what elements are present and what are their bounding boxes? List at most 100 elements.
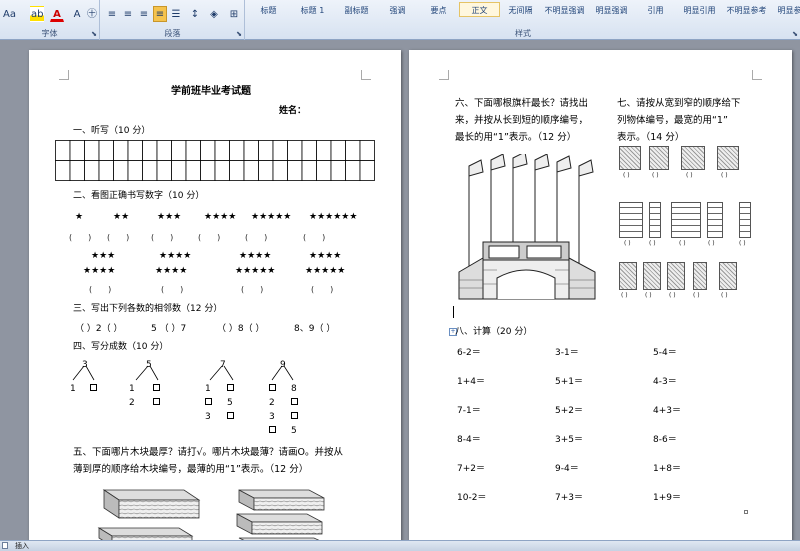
- calc-item[interactable]: 9-4＝: [555, 464, 579, 474]
- styles-dialog-launcher-icon[interactable]: ⬊: [792, 30, 798, 38]
- dictation-cell[interactable]: [272, 140, 288, 161]
- answer-paren[interactable]: ( ): [241, 285, 264, 294]
- dictation-cell[interactable]: [113, 140, 129, 161]
- dictation-cell[interactable]: [301, 140, 317, 161]
- font-size-aa-button[interactable]: Aa: [3, 9, 16, 20]
- answer-paren[interactable]: ( ): [621, 292, 628, 299]
- calc-item[interactable]: 7+3＝: [555, 493, 583, 503]
- answer-box[interactable]: [90, 384, 97, 391]
- dictation-cell[interactable]: [98, 140, 114, 161]
- dictation-cell[interactable]: [127, 160, 143, 181]
- answer-paren[interactable]: ( ): [198, 233, 221, 242]
- dictation-cell[interactable]: [185, 160, 201, 181]
- page-1[interactable]: 学前班毕业考试题 姓名： 一、听写（10 分） 二、看图正确书写数字（10 分）…: [29, 50, 401, 540]
- answer-box[interactable]: [269, 384, 276, 391]
- dictation-cell[interactable]: [55, 140, 71, 161]
- document-area[interactable]: 学前班毕业考试题 姓名： 一、听写（10 分） 二、看图正确书写数字（10 分）…: [0, 41, 800, 540]
- char-shading-icon[interactable]: A: [73, 9, 81, 20]
- dictation-cell[interactable]: [258, 160, 274, 181]
- align-left-icon[interactable]: ≡: [107, 9, 117, 20]
- dictation-cell[interactable]: [69, 140, 85, 161]
- answer-paren[interactable]: ( ): [303, 233, 326, 242]
- answer-paren[interactable]: ( ): [686, 172, 693, 179]
- dictation-cell[interactable]: [214, 140, 230, 161]
- shading-icon[interactable]: ◈: [210, 9, 218, 20]
- dictation-cell[interactable]: [142, 140, 158, 161]
- dictation-cell[interactable]: [330, 140, 346, 161]
- dictation-cell[interactable]: [345, 160, 361, 181]
- borders-icon[interactable]: ⊞: [229, 9, 239, 20]
- page-2[interactable]: 六、下面哪根旗杆最长？请找出 来，并按从长到短的顺序编号， 最长的用“1”表示。…: [409, 50, 792, 540]
- dictation-cell[interactable]: [171, 140, 187, 161]
- style-tile[interactable]: 无间隔: [508, 6, 533, 15]
- style-tile[interactable]: 标题: [260, 6, 277, 15]
- dictation-cell[interactable]: [171, 160, 187, 181]
- dictation-cell[interactable]: [345, 140, 361, 161]
- font-color-icon[interactable]: A: [50, 6, 64, 22]
- dictation-cell[interactable]: [243, 160, 259, 181]
- justify-icon[interactable]: ≡: [153, 6, 167, 22]
- dictation-cell[interactable]: [359, 160, 375, 181]
- calc-item[interactable]: 3+5＝: [555, 435, 583, 445]
- dictation-cell[interactable]: [98, 160, 114, 181]
- style-tile[interactable]: 引用: [647, 6, 664, 15]
- answer-box[interactable]: [227, 384, 234, 391]
- dictation-cell[interactable]: [287, 160, 303, 181]
- style-tile[interactable]: 不明显参考: [726, 6, 767, 15]
- calc-item[interactable]: 7-1＝: [457, 406, 481, 416]
- answer-paren[interactable]: ( ): [652, 172, 659, 179]
- style-tile[interactable]: 强调: [389, 6, 406, 15]
- answer-paren[interactable]: ( ): [739, 240, 746, 247]
- style-tile[interactable]: 标题 1: [300, 6, 325, 15]
- dictation-cell[interactable]: [55, 160, 71, 181]
- line-spacing-icon[interactable]: ↕: [190, 9, 200, 20]
- dictation-cell[interactable]: [258, 140, 274, 161]
- calc-item[interactable]: 5-4＝: [653, 348, 677, 358]
- calc-item[interactable]: 10-2＝: [457, 493, 487, 503]
- calc-item[interactable]: 6-2＝: [457, 348, 481, 358]
- calc-item[interactable]: 1+8＝: [653, 464, 681, 474]
- answer-paren[interactable]: ( ): [721, 292, 728, 299]
- calc-item[interactable]: 7+2＝: [457, 464, 485, 474]
- answer-paren[interactable]: ( ): [679, 240, 686, 247]
- dictation-cell[interactable]: [301, 160, 317, 181]
- calc-item[interactable]: 5+1＝: [555, 377, 583, 387]
- font-dialog-launcher-icon[interactable]: ⬊: [91, 30, 97, 38]
- dictation-cell[interactable]: [229, 140, 245, 161]
- style-tile[interactable]: 明显引用: [683, 6, 716, 15]
- align-center-icon[interactable]: ≡: [123, 9, 133, 20]
- style-tile[interactable]: 正文: [459, 2, 500, 17]
- answer-paren[interactable]: ( ): [161, 285, 184, 294]
- dictation-cell[interactable]: [84, 140, 100, 161]
- style-tile[interactable]: 明显参考: [777, 6, 800, 15]
- table-move-handle-icon[interactable]: +: [449, 328, 457, 336]
- dictation-cell[interactable]: [359, 140, 375, 161]
- dictation-cell[interactable]: [156, 160, 172, 181]
- answer-box[interactable]: [153, 398, 160, 405]
- answer-paren[interactable]: ( ): [623, 172, 630, 179]
- dictation-cell[interactable]: [316, 160, 332, 181]
- calc-item[interactable]: 8-4＝: [457, 435, 481, 445]
- calc-item[interactable]: 4+3＝: [653, 406, 681, 416]
- distributed-icon[interactable]: ☰: [171, 9, 181, 20]
- answer-box[interactable]: [291, 412, 298, 419]
- dictation-cell[interactable]: [113, 160, 129, 181]
- dictation-cell[interactable]: [156, 140, 172, 161]
- answer-paren[interactable]: ( ): [89, 285, 112, 294]
- answer-paren[interactable]: ( ): [311, 285, 334, 294]
- dictation-cell[interactable]: [316, 140, 332, 161]
- dictation-cell[interactable]: [84, 160, 100, 181]
- answer-box[interactable]: [269, 426, 276, 433]
- calc-item[interactable]: 3-1＝: [555, 348, 579, 358]
- answer-paren[interactable]: ( ): [669, 292, 676, 299]
- insert-mode-indicator[interactable]: 插入: [15, 542, 29, 550]
- calc-item[interactable]: 1+4＝: [457, 377, 485, 387]
- answer-paren[interactable]: ( ): [151, 233, 174, 242]
- answer-box[interactable]: [205, 398, 212, 405]
- answer-box[interactable]: [153, 384, 160, 391]
- paragraph-dialog-launcher-icon[interactable]: ⬊: [236, 30, 242, 38]
- dictation-cell[interactable]: [214, 160, 230, 181]
- style-tile[interactable]: 不明显强调: [544, 6, 585, 15]
- dictation-cell[interactable]: [200, 140, 216, 161]
- dictation-cell[interactable]: [142, 160, 158, 181]
